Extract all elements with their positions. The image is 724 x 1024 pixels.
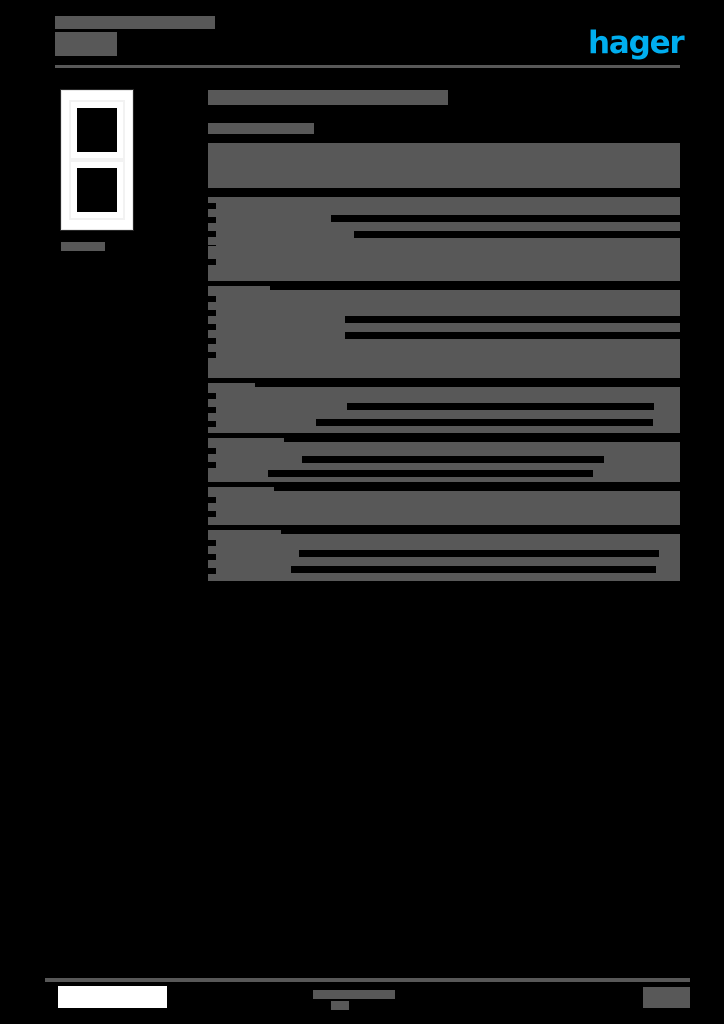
spec-section <box>208 534 680 581</box>
frame-window-bottom <box>77 168 117 213</box>
spec-label-notch <box>208 421 216 427</box>
spec-label-notch <box>208 554 216 560</box>
page-footer <box>45 978 690 1012</box>
spec-label-notch <box>208 448 216 454</box>
specification-column <box>208 90 680 590</box>
footer-page-number <box>643 987 690 1008</box>
spec-section-heading <box>208 246 266 255</box>
spec-value-row <box>347 403 654 410</box>
spec-label-notch <box>208 407 216 413</box>
product-image-column <box>55 90 190 251</box>
spec-label-notch <box>208 462 216 468</box>
spec-value-row <box>354 231 680 238</box>
spec-label-notch <box>208 568 216 574</box>
specification-sections <box>208 143 680 581</box>
product-image-caption <box>61 242 105 251</box>
page-title <box>208 90 448 105</box>
spec-label-notch <box>208 338 216 344</box>
spec-value-row <box>331 215 680 222</box>
document-title <box>55 16 220 56</box>
footer-left-block <box>58 986 167 1008</box>
spec-value-row <box>291 566 656 573</box>
spec-section-heading <box>208 438 284 447</box>
hager-logo: hager <box>588 25 685 61</box>
spec-section <box>208 491 680 525</box>
product-image[interactable] <box>61 90 133 230</box>
header-divider <box>55 65 680 68</box>
spec-label-notch <box>208 352 216 358</box>
spec-section <box>208 290 680 378</box>
page-subtitle <box>208 123 314 134</box>
spec-label-notch <box>208 393 216 399</box>
spec-value-row <box>299 550 659 557</box>
spec-label-notch <box>208 259 216 265</box>
spec-section <box>208 197 680 281</box>
footer-center-line-1 <box>313 990 395 999</box>
spec-value-row <box>302 456 604 463</box>
spec-value-row <box>316 419 653 426</box>
spec-label-notch <box>208 296 216 302</box>
document-title-line-2 <box>55 32 117 56</box>
spec-section-heading <box>208 383 255 392</box>
footer-center-text <box>313 990 428 1010</box>
spec-section <box>208 387 680 433</box>
page-header: hager <box>55 16 685 72</box>
spec-section <box>208 442 680 482</box>
frame-window-top <box>77 107 117 152</box>
spec-value-row <box>345 316 680 323</box>
spec-label-notch <box>208 310 216 316</box>
spec-value-row <box>268 470 593 477</box>
spec-label-notch <box>208 324 216 330</box>
spec-section-heading <box>208 286 270 295</box>
spec-section-heading <box>208 487 274 496</box>
spec-label-notch <box>208 511 216 517</box>
spec-value-row <box>345 332 680 339</box>
footer-divider <box>45 978 690 982</box>
footer-center-line-2 <box>331 1001 349 1010</box>
spec-label-notch <box>208 497 216 503</box>
spec-label-notch <box>208 217 216 223</box>
spec-label-notch <box>208 540 216 546</box>
spec-section <box>208 143 680 188</box>
spec-label-notch <box>208 231 216 237</box>
document-title-line-1 <box>55 16 215 29</box>
spec-section-heading <box>208 530 281 539</box>
spec-label-notch <box>208 203 216 209</box>
